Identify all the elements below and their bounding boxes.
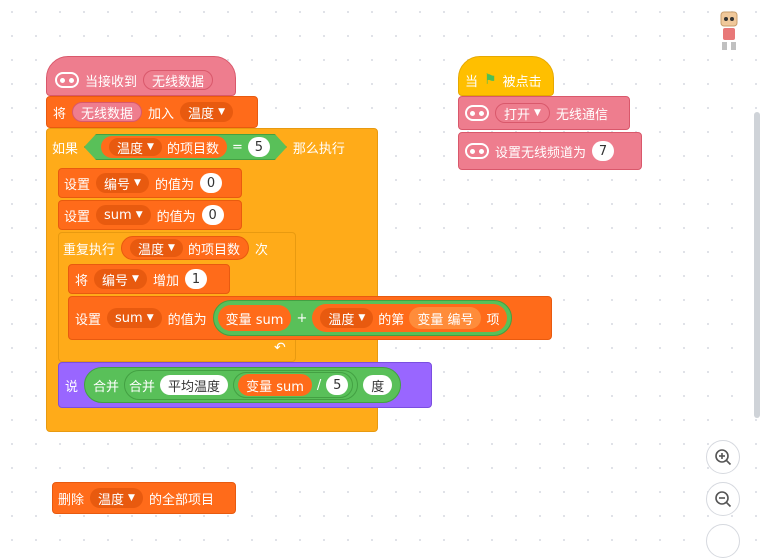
set-index-block[interactable]: 设置 编号▼ 的值为 0 xyxy=(58,168,242,198)
var-dropdown-sum[interactable]: sum▼ xyxy=(96,205,151,225)
item-label: 的第 xyxy=(378,312,405,328)
then-label: 那么执行 xyxy=(292,141,345,157)
item-of-list-reporter[interactable]: 温度▼ 的第 变量 编号 项 xyxy=(312,304,508,332)
set3-var-dropdown[interactable]: sum▼ xyxy=(107,308,162,328)
when-receive-hat-block[interactable]: 当接收到 无线数据 xyxy=(46,56,236,96)
value-label: 的值为 xyxy=(154,177,194,193)
set-sum-expr-block[interactable]: 设置 sum▼ 的值为 变量 sum + 温度▼ 的第 变量 编号 项 xyxy=(68,296,552,340)
divide-sign: / xyxy=(316,377,322,393)
channel-label: 设置无线频道为 xyxy=(495,145,587,161)
microbit-icon xyxy=(465,143,489,159)
join-label: 合并 xyxy=(93,379,120,395)
change-label: 将 xyxy=(75,273,89,289)
equals-sign: = xyxy=(231,139,243,155)
zoom-out-button[interactable] xyxy=(706,482,740,516)
zoom-in-icon xyxy=(715,449,732,466)
microbit-icon xyxy=(55,72,79,88)
when-receive-label: 当接收到 xyxy=(85,74,138,90)
set-label: 设置 xyxy=(64,177,91,193)
list-dropdown[interactable]: 温度▼ xyxy=(180,102,233,122)
change-input[interactable]: 1 xyxy=(184,269,207,289)
delete-all-block[interactable]: 删除 温度▼ 的全部项目 xyxy=(52,482,236,514)
divide-operator[interactable]: 变量 sum / 5 xyxy=(233,372,354,398)
change-index-block[interactable]: 将 编号▼ 增加 1 xyxy=(68,264,230,294)
if-label: 如果 xyxy=(52,141,79,157)
join-outer[interactable]: 合并 合并 平均温度 变量 sum / 5 度 xyxy=(84,367,402,403)
join-inner[interactable]: 合并 平均温度 变量 sum / 5 xyxy=(124,370,359,400)
radio-dropdown[interactable]: 打开▼ xyxy=(495,103,550,123)
var-sum-reporter-2[interactable]: 变量 sum xyxy=(238,374,312,396)
increase-label: 增加 xyxy=(152,273,179,289)
wireless-data-reporter[interactable]: 无线数据 xyxy=(72,102,143,122)
radio-toggle-block[interactable]: 打开▼ 无线通信 xyxy=(458,96,630,130)
add-operator[interactable]: 变量 sum + 温度▼ 的第 变量 编号 项 xyxy=(212,300,513,336)
var-sum-reporter[interactable]: 变量 sum xyxy=(217,305,292,331)
say-label: 说 xyxy=(65,379,79,395)
repeat-label: 重复执行 xyxy=(63,242,116,258)
delete-label: 删除 xyxy=(58,492,85,508)
channel-input[interactable]: 7 xyxy=(592,141,615,161)
length-label: 的项目数 xyxy=(187,242,240,258)
say-block[interactable]: 说 合并 合并 平均温度 变量 sum / 5 度 xyxy=(58,362,432,408)
var-index-reporter[interactable]: 变量 编号 xyxy=(409,307,482,329)
add-to-list-block[interactable]: 将 无线数据 加入 温度▼ xyxy=(46,96,258,128)
green-flag-icon: ⚑ xyxy=(484,72,497,88)
robot-sprite-icon[interactable] xyxy=(716,8,742,54)
change-var-dropdown[interactable]: 编号▼ xyxy=(94,269,147,289)
unit-input[interactable]: 度 xyxy=(363,375,393,395)
if-number-input[interactable]: 5 xyxy=(248,137,270,157)
divide-input[interactable]: 5 xyxy=(326,375,349,395)
times-label: 次 xyxy=(254,242,268,258)
item-list-dropdown[interactable]: 温度▼ xyxy=(320,308,374,328)
delete-list-dropdown[interactable]: 温度▼ xyxy=(90,488,143,508)
radio-label: 无线通信 xyxy=(555,107,608,123)
zoom-reset-button[interactable] xyxy=(706,524,740,558)
set-label: 设置 xyxy=(64,209,91,225)
loop-arrow-icon: ↶ xyxy=(274,340,286,356)
zoom-in-button[interactable] xyxy=(706,440,740,474)
item-suffix: 项 xyxy=(486,312,500,328)
set-label: 设置 xyxy=(75,312,102,328)
set-index-input[interactable]: 0 xyxy=(199,173,222,193)
set-sum-input[interactable]: 0 xyxy=(201,205,224,225)
value-label: 的值为 xyxy=(156,209,196,225)
vertical-scrollbar[interactable] xyxy=(754,112,760,418)
when-label: 当 xyxy=(465,74,479,90)
if-list-dropdown[interactable]: 温度▼ xyxy=(109,138,162,156)
repeat-header[interactable]: 重复执行 温度▼ 的项目数 次 xyxy=(58,232,294,264)
list-length-reporter[interactable]: 温度▼ 的项目数 xyxy=(101,136,227,158)
equals-operator[interactable]: 温度▼ 的项目数 = 5 xyxy=(84,134,287,160)
delete-suffix: 的全部项目 xyxy=(148,492,214,508)
if-header[interactable]: 如果 温度▼ 的项目数 = 5 那么执行 xyxy=(46,128,376,166)
when-flag-clicked-hat[interactable]: 当 ⚑ 被点击 xyxy=(458,56,554,96)
var-dropdown-index[interactable]: 编号▼ xyxy=(96,173,149,193)
value-label: 的值为 xyxy=(167,312,207,328)
add-label-2: 加入 xyxy=(148,106,175,122)
zoom-out-icon xyxy=(715,491,732,508)
repeat-list-dropdown[interactable]: 温度▼ xyxy=(130,239,183,258)
add-label-1: 将 xyxy=(53,106,67,122)
repeat-list-length-reporter[interactable]: 温度▼ 的项目数 xyxy=(121,236,249,260)
clicked-label: 被点击 xyxy=(502,74,542,90)
length-label: 的项目数 xyxy=(166,141,219,157)
text-input[interactable]: 平均温度 xyxy=(160,375,229,395)
receive-value-pill[interactable]: 无线数据 xyxy=(143,70,214,90)
plus-sign: + xyxy=(296,310,308,326)
set-channel-block[interactable]: 设置无线频道为 7 xyxy=(458,132,642,170)
set-sum-block[interactable]: 设置 sum▼ 的值为 0 xyxy=(58,200,242,230)
microbit-icon xyxy=(465,105,489,121)
join-label-inner: 合并 xyxy=(129,379,156,395)
